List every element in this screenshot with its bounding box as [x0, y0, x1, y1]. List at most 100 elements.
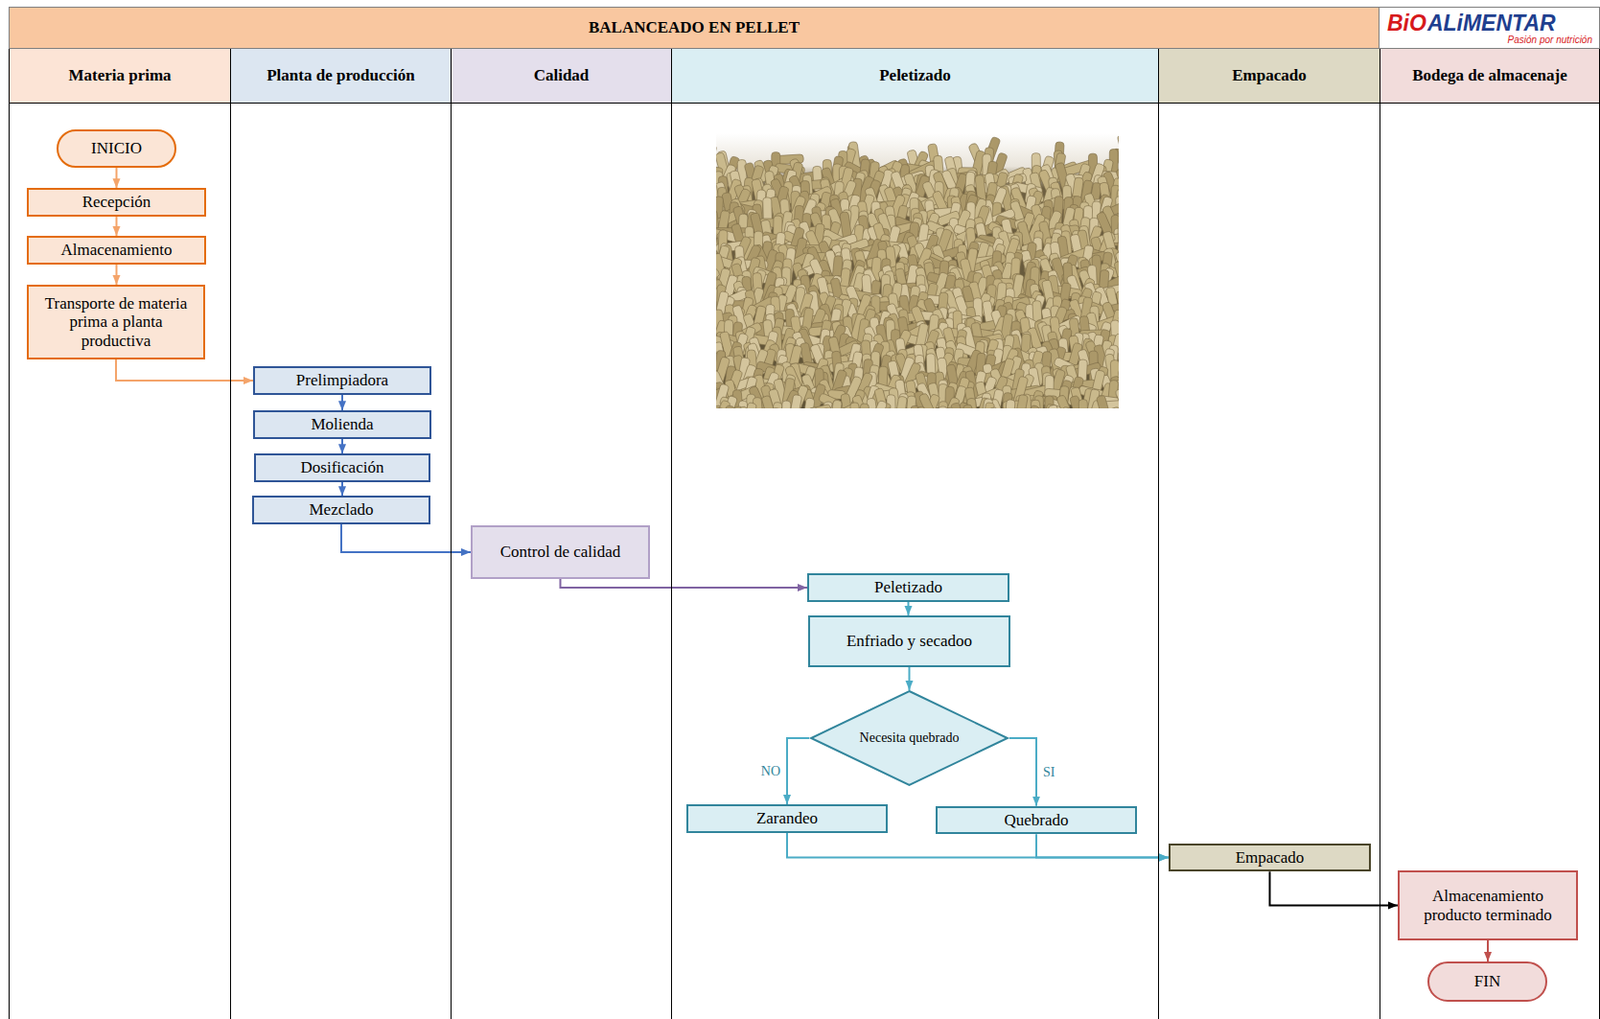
process-box: Almacenamiento — [26, 235, 207, 265]
swimlane: CalidadControl de calidad — [450, 48, 672, 1019]
lane-title: Bodega de almacenaje — [1412, 66, 1567, 86]
flow-arrow — [787, 738, 810, 805]
pellet — [938, 406, 950, 409]
process-box: Peletizado — [807, 573, 1010, 603]
pellet — [771, 408, 781, 410]
title-bar: BALANCEADO EN PELLET — [8, 6, 1380, 49]
lane-title: Materia prima — [68, 66, 171, 86]
node-text: INICIO — [91, 139, 142, 159]
node-text: Recepción — [82, 192, 152, 212]
process-box: Zarandeo — [686, 804, 888, 834]
pellet — [997, 407, 1025, 409]
process-box: Molienda — [253, 410, 432, 440]
pellet — [808, 406, 822, 409]
node-text: Control de calidad — [500, 542, 622, 562]
process-box: Enfriado y secadoo — [808, 615, 1011, 668]
lane-title: Empacado — [1231, 66, 1306, 86]
flow-arrow — [1486, 940, 1489, 962]
lane-header: Materia prima — [9, 48, 231, 104]
pellet — [716, 407, 725, 409]
process-box: Dosificación — [254, 453, 431, 483]
lane-header: Peletizado — [672, 48, 1159, 104]
photo-ground — [716, 133, 1119, 409]
pellet — [894, 395, 908, 409]
swimlane: PeletizadoPeletizadoEnfriado y secadooNe… — [671, 48, 1159, 1019]
flow-arrow — [787, 833, 1169, 858]
branch-label: SI — [1041, 765, 1057, 780]
pellet — [980, 402, 996, 409]
process-box: Quebrado — [935, 806, 1137, 835]
logo-tagline: Pasión por nutrición — [1507, 34, 1593, 46]
pellet — [918, 393, 941, 409]
node-text: FIN — [1474, 972, 1501, 992]
pellet — [856, 403, 869, 409]
process-box: Empacado — [1168, 843, 1371, 873]
swimlane: Materia primaINICIO RecepciónAlmacenamien… — [8, 48, 231, 1019]
pellet — [1055, 406, 1072, 409]
lane-title: Peletizado — [879, 66, 951, 86]
logo-word: ALiMENTAR — [1427, 10, 1556, 37]
pellet — [821, 407, 835, 409]
node-text: Empacado — [1235, 848, 1305, 868]
pellet — [850, 402, 862, 409]
pellet — [1078, 399, 1089, 409]
pellet — [719, 405, 735, 409]
branch-label: NO — [759, 764, 783, 779]
pellet — [803, 397, 815, 409]
pellet — [915, 405, 933, 409]
pellet — [1020, 404, 1041, 409]
swimlane: Planta de producciónPrelimpiadoraMoliend… — [230, 48, 451, 1019]
pellet — [1013, 394, 1029, 409]
flow-arrow — [341, 439, 344, 454]
lane-title: Planta de producción — [266, 66, 416, 86]
flow-arrow — [1036, 834, 1169, 858]
lane-header: Calidad — [451, 48, 672, 104]
process-box: Transporte de materia prima a planta pro… — [26, 284, 206, 360]
diagram-title: BALANCEADO EN PELLET — [588, 18, 800, 38]
process-box: Control de calidad — [470, 525, 650, 580]
node-text: Prelimpiadora — [296, 371, 389, 391]
lane-header: Planta de producción — [231, 48, 451, 104]
pellet — [1102, 406, 1119, 409]
node-text: Zarandeo — [756, 809, 818, 829]
lane-header: Bodega de almacenaje — [1380, 48, 1600, 104]
flow-arrow — [115, 167, 118, 188]
pellet — [881, 407, 899, 409]
pellet — [737, 405, 758, 409]
node-text: Necesita quebrado — [859, 730, 960, 746]
flow-arrow — [560, 579, 809, 588]
swimlane: Bodega de almacenajeAlmacenamiento produ… — [1379, 48, 1600, 1019]
process-box: Recepción — [26, 187, 207, 217]
pellet — [716, 403, 722, 409]
process-box: Mezclado — [252, 495, 431, 525]
lane-title: Calidad — [533, 66, 590, 86]
flow-arrow — [1009, 738, 1037, 807]
logo-panel: BiOALiMENTARPasión por nutrición — [1379, 6, 1600, 49]
pellet — [1047, 404, 1064, 409]
flow-arrow — [341, 394, 344, 411]
process-box: Prelimpiadora — [253, 366, 432, 395]
node-text: Enfriado y secadoo — [846, 631, 973, 651]
pellet — [828, 399, 842, 409]
pellet-photo — [716, 133, 1119, 409]
pellet — [962, 404, 976, 409]
pellet — [1004, 399, 1016, 409]
flow-arrow — [341, 482, 344, 496]
flow-arrow — [115, 264, 118, 285]
pellet — [866, 399, 888, 409]
pellet — [1095, 394, 1114, 409]
flow-arrow — [908, 667, 911, 691]
node-text: Dosificación — [301, 458, 385, 478]
pellet-group — [716, 133, 1119, 409]
pellet — [761, 394, 780, 409]
node-text: Mezclado — [308, 500, 373, 520]
pellet — [1077, 408, 1096, 410]
process-box: Almacenamiento producto terminado — [1397, 870, 1578, 941]
node-text: Molienda — [310, 415, 373, 435]
pellet — [1056, 394, 1078, 409]
pellet — [987, 406, 1006, 409]
flow-arrow — [115, 216, 118, 236]
swimlane: EmpacadoEmpacado — [1158, 48, 1380, 1019]
pellet — [716, 385, 719, 409]
